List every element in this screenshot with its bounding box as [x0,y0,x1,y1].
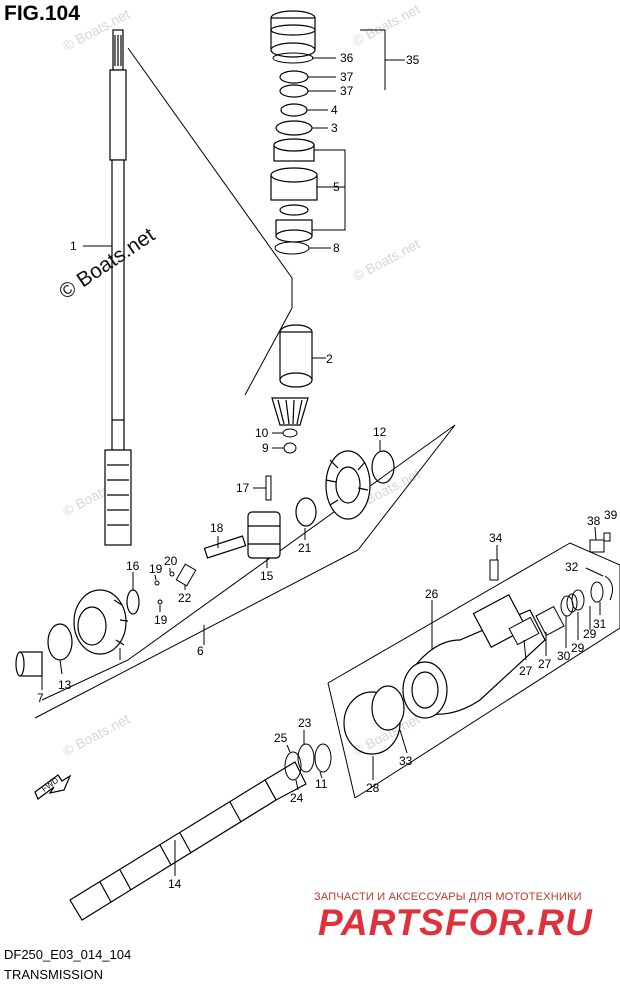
callout-13: 13 [58,678,72,692]
callout-19: 19 [149,562,163,576]
diagram-subtitle: TRANSMISSION [4,967,103,982]
callout-8: 8 [333,241,340,255]
callout-1: 1 [70,239,77,253]
spring-22 [175,563,197,587]
callout-16: 16 [126,559,140,573]
callout-12: 12 [373,425,387,439]
snap-ring-32 [604,575,614,601]
callout-17: 17 [236,481,250,495]
nut-9 [283,442,297,454]
diagram-code: DF250_E03_014_104 [4,947,132,962]
callout-39: 39 [604,508,618,522]
callout-21: 21 [298,541,312,555]
seal-37a [279,70,309,84]
shim-13 [47,623,73,661]
ring-21 [295,497,317,527]
washer-10 [282,428,298,438]
bearing-5 [270,138,318,243]
callout-38: 38 [587,514,601,528]
callout-23: 23 [298,716,312,730]
clutch-15 [247,511,281,559]
ball-19a [154,580,160,586]
callout-37: 37 [340,70,354,84]
callout-10: 10 [255,426,269,440]
callout-34: 34 [489,531,503,545]
seal-30 [566,593,578,613]
callout-31: 31 [593,617,607,631]
figure-title: FIG.104 [4,2,80,25]
brand-tagline: ЗАПЧАСТИ И АКСЕССУАРЫ ДЛЯ МОТОТЕХНИКИ [314,891,582,903]
bearing-27b [535,605,565,637]
callout-2: 2 [326,352,333,366]
bearing-7 [15,651,43,677]
bearing-33 [371,685,405,731]
pin-20 [169,571,175,577]
pin-17 [265,475,272,501]
ring-11 [314,743,332,773]
callout-29: 29 [571,641,585,655]
callout-27: 27 [519,664,533,678]
callout-14: 14 [168,877,182,891]
thrust-washer-25 [284,751,302,781]
shim-12 [371,450,395,484]
callout-36: 36 [340,51,354,65]
gear [73,589,129,655]
callout-4: 4 [331,103,338,117]
callout-7: 7 [37,691,44,705]
callout-numbers: 1 2 3 4 5 6 7 8 9 10 11 12 13 14 15 16 1… [37,51,618,891]
pinion-gear [271,397,309,426]
callout-22: 22 [178,591,192,605]
callout-32: 32 [565,560,579,574]
race-3 [275,120,313,136]
washer-23 [297,743,315,773]
callout-18: 18 [210,521,224,535]
bolt-34 [489,559,499,581]
propeller-shaft [69,761,307,921]
callout-35: 35 [406,53,420,67]
callout-24: 24 [290,791,304,805]
screw-39 [603,532,611,542]
fwd-arrow [34,774,72,800]
shim-8 [274,241,310,255]
callout-15: 15 [260,569,274,583]
brand-logo: PARTSFOR.RU [318,902,593,943]
sleeve-2 [279,324,313,388]
bevel-gear [325,450,371,520]
callout-37b: 37 [340,84,354,98]
callout-28: 28 [366,781,380,795]
callout-33: 33 [399,754,413,768]
seal-4 [280,103,308,117]
callout-25: 25 [274,731,288,745]
shaft-18 [203,535,247,559]
callout-3: 3 [331,121,338,135]
callout-5: 5 [333,180,340,194]
circlip-31 [590,581,604,603]
seal-37b [279,84,309,98]
group-outline-gear-assembly [34,424,456,719]
ball-19b [157,599,163,605]
callout-9: 9 [262,441,269,455]
callout-26: 26 [425,587,439,601]
callout-11: 11 [315,777,328,791]
cap-38 [589,539,605,553]
callout-29b: 29 [583,627,597,641]
callout-19b: 19 [154,613,168,627]
group-outline-shaft-to-bearing [127,47,293,396]
washer-16 [126,589,140,615]
seal-29b [571,589,585,611]
bearing-housing-35 [270,10,316,58]
callout-20: 20 [164,554,178,568]
callout-27b: 27 [538,657,552,671]
callout-6: 6 [197,644,204,658]
group-outline-housing [327,542,620,799]
callout-30: 30 [557,649,571,663]
housing-26 [402,594,546,719]
bearing-27a [508,616,540,646]
drive-shaft [104,29,132,546]
